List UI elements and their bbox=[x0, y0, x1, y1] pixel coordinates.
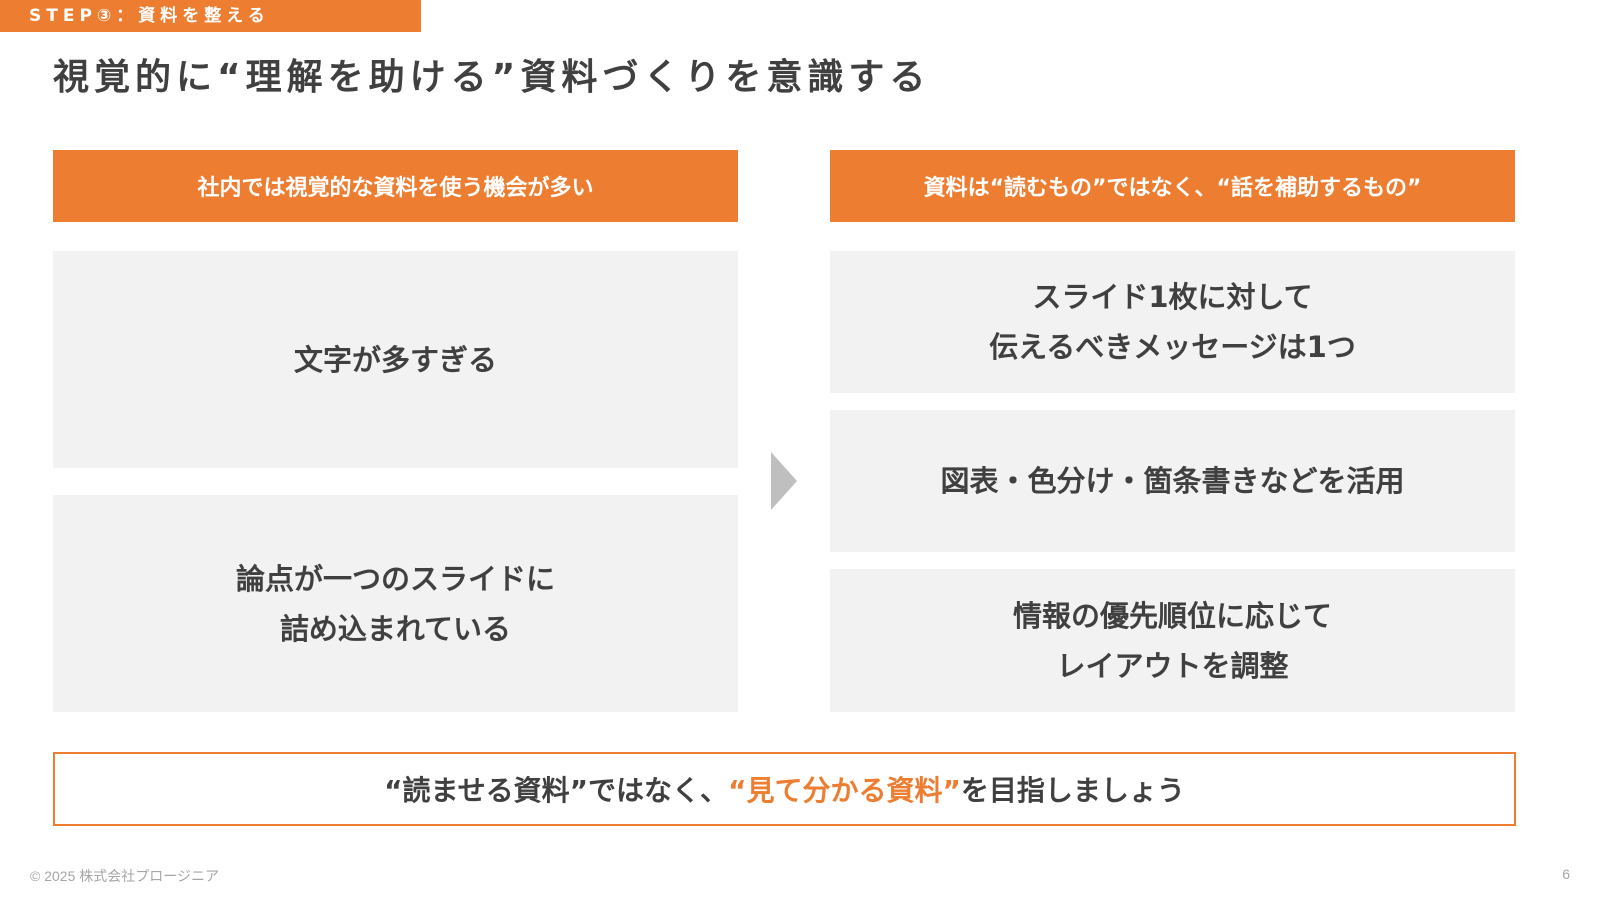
solution-box-1-line-1: スライド1枚に対して bbox=[1032, 280, 1313, 314]
footer-copyright: © 2025 株式会社プロージニア bbox=[30, 868, 219, 884]
right-column-header: 資料は“読むもの”ではなく、“話を補助するもの” bbox=[830, 150, 1515, 222]
summary-text-after: を目指しましょう bbox=[960, 774, 1185, 807]
left-column-header: 社内では視覚的な資料を使う機会が多い bbox=[53, 150, 738, 222]
solution-box-1: スライド1枚に対して 伝えるべきメッセージは1つ bbox=[830, 251, 1515, 393]
page-number: 6 bbox=[1562, 866, 1570, 882]
solution-box-3: 情報の優先順位に応じて レイアウトを調整 bbox=[830, 569, 1515, 712]
problem-box-2-line-1: 論点が一つのスライドに bbox=[235, 561, 555, 596]
summary-highlight: “見て分かる資料” bbox=[728, 774, 961, 807]
problem-box-1-line-1: 文字が多すぎる bbox=[293, 342, 497, 377]
arrow-right-icon bbox=[771, 452, 797, 510]
solution-box-2-line-1: 図表・色分け・箇条書きなどを活用 bbox=[940, 464, 1405, 498]
summary-text-before: “読ませる資料”ではなく、 bbox=[384, 774, 729, 807]
problem-box-2: 論点が一つのスライドに 詰め込まれている bbox=[53, 495, 738, 712]
summary-callout: “読ませる資料”ではなく、“見て分かる資料”を目指しましょう bbox=[53, 752, 1516, 826]
solution-box-1-line-2: 伝えるべきメッセージは1つ bbox=[989, 330, 1356, 364]
problem-box-1: 文字が多すぎる bbox=[53, 251, 738, 468]
solution-box-3-line-2: レイアウトを調整 bbox=[1056, 648, 1289, 683]
solution-box-3-line-1: 情報の優先順位に応じて bbox=[1012, 598, 1332, 633]
page-title: 視覚的に“理解を助ける”資料づくりを意識する bbox=[53, 57, 931, 98]
problem-box-2-line-2: 詰め込まれている bbox=[279, 611, 512, 646]
step-tag: STEP③：資料を整える bbox=[0, 0, 421, 32]
solution-box-2: 図表・色分け・箇条書きなどを活用 bbox=[830, 410, 1515, 552]
